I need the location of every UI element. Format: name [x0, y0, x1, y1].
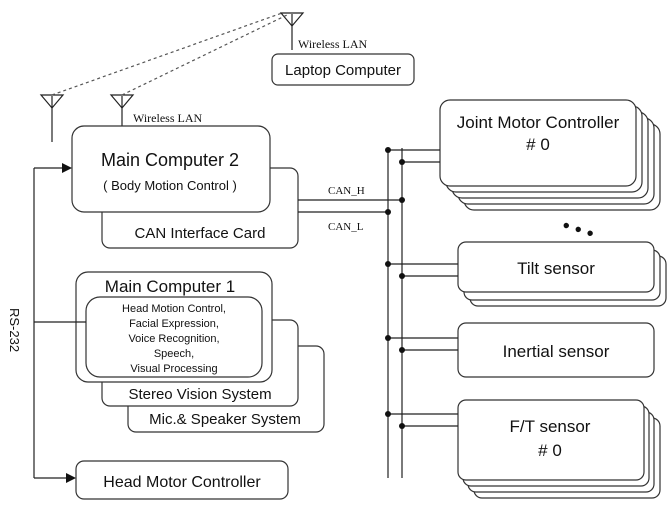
laptop-computer-label: Laptop Computer — [285, 62, 401, 79]
main-computer-1-functions-box — [85, 296, 263, 378]
stereo-vision-system-label: Stereo Vision System — [128, 386, 271, 403]
rs232-bus — [33, 163, 86, 483]
tilt-sensor-label: Tilt sensor — [517, 259, 595, 278]
joint-motor-controller-title: Joint Motor Controller — [457, 113, 620, 132]
laptop-computer-box — [271, 53, 415, 86]
antenna-left-2 — [109, 94, 135, 126]
joint-motor-controller-stack — [439, 99, 661, 211]
function-facial-expression: Facial Expression, — [129, 318, 219, 330]
bus-junctions — [385, 147, 405, 429]
tilt-sensor-box — [457, 241, 655, 293]
head-motor-controller-box — [75, 460, 289, 500]
antenna-top — [279, 12, 305, 50]
rs232-label: RS-232 — [7, 308, 22, 352]
mic-speaker-system-label: Mic.& Speaker System — [149, 411, 301, 428]
ft-sensor-index: # 0 — [538, 441, 562, 460]
ft-sensor-box — [457, 399, 645, 481]
joint-motor-controller-index: # 0 — [526, 135, 550, 154]
can-l-label: CAN_L — [328, 221, 364, 233]
joint-motor-controller-box — [439, 99, 637, 187]
can-interface-card-label: CAN Interface Card — [135, 225, 266, 242]
function-voice-recognition: Voice Recognition, — [128, 333, 219, 345]
main-computer-1-title: Main Computer 1 — [105, 277, 235, 296]
antenna-left-1 — [39, 94, 65, 142]
arrowhead-head-motor-controller — [66, 473, 76, 483]
main-computer-2-title: Main Computer 2 — [101, 150, 239, 170]
function-visual-processing: Visual Processing — [130, 363, 217, 375]
wireless-lan-label-top: Wireless LAN — [298, 37, 367, 51]
ellipsis-more-controllers: • • • — [559, 215, 596, 246]
can-h-label: CAN_H — [328, 185, 365, 197]
ft-sensor-stack — [457, 399, 661, 499]
wireless-lan-label-left: Wireless LAN — [133, 111, 202, 125]
function-speech: Speech, — [154, 348, 194, 360]
function-head-motion-control: Head Motion Control, — [122, 303, 226, 315]
ft-sensor-title: F/T sensor — [510, 417, 591, 436]
arrowhead-main-computer-2 — [62, 163, 72, 173]
can-bus-connection — [298, 199, 402, 213]
can-bus-lines — [387, 148, 403, 478]
head-motor-controller-label: Head Motor Controller — [103, 474, 261, 491]
inertial-sensor-label: Inertial sensor — [503, 342, 610, 361]
wireless-link-lines — [51, 12, 288, 96]
main-computer-2-subtitle: ( Body Motion Control ) — [103, 178, 237, 193]
main-computer-2-box — [71, 125, 271, 213]
bus-taps — [388, 149, 458, 427]
tilt-sensor-stack — [457, 241, 667, 307]
